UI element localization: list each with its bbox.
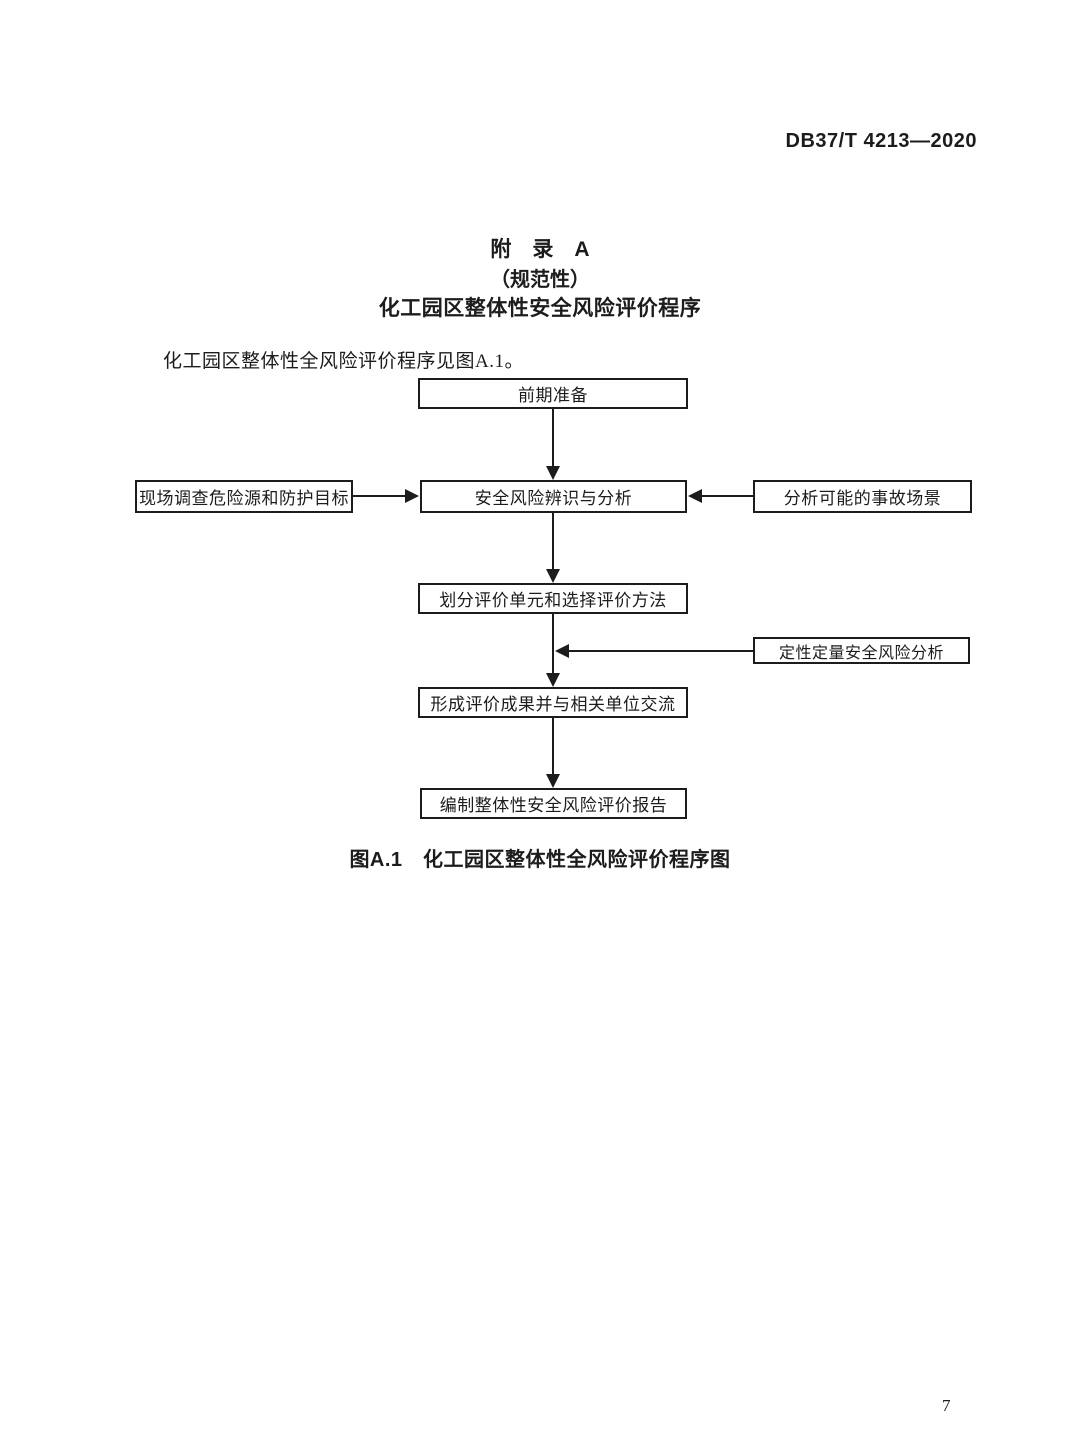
connector-identify-divide <box>546 513 560 583</box>
connector-results-report <box>546 718 560 788</box>
flow-node-site-survey: 现场调查危险源和防护目标 <box>135 480 353 513</box>
intro-paragraph: 化工园区整体性全风险评价程序见图A.1。 <box>163 351 524 372</box>
page-number: 7 <box>942 1396 951 1415</box>
flow-node-label: 安全风险辨识与分析 <box>474 489 633 508</box>
connector-scenario-identify <box>688 489 753 503</box>
figure-caption: 图A.1 化工园区整体性全风险评价程序图 <box>349 849 731 871</box>
flow-node-unit-division: 划分评价单元和选择评价方法 <box>418 583 688 614</box>
appendix-title: 附 录 A <box>490 238 590 261</box>
standard-number-header: DB37/T 4213—2020 <box>785 130 977 152</box>
flow-node-preparation: 前期准备 <box>418 378 688 409</box>
flow-node-label: 分析可能的事故场景 <box>783 489 942 508</box>
connector-divide-results <box>546 614 560 687</box>
appendix-subtitle: 化工园区整体性安全风险评价程序 <box>378 297 702 320</box>
flow-node-label: 前期准备 <box>518 386 588 405</box>
connector-survey-identify <box>353 489 419 503</box>
flow-node-risk-identification: 安全风险辨识与分析 <box>420 480 687 513</box>
flow-node-label: 编制整体性安全风险评价报告 <box>439 796 668 815</box>
flow-node-accident-scenario: 分析可能的事故场景 <box>753 480 972 513</box>
flow-node-report-compilation: 编制整体性安全风险评价报告 <box>420 788 687 819</box>
connector-prep-identify <box>546 409 560 480</box>
connector-qualquant-join <box>555 644 753 658</box>
flow-node-label: 定性定量安全风险分析 <box>778 644 944 662</box>
appendix-normative-label: （规范性） <box>490 269 590 291</box>
flow-node-label: 划分评价单元和选择评价方法 <box>439 591 667 610</box>
flow-node-results-exchange: 形成评价成果并与相关单位交流 <box>418 687 688 718</box>
flow-node-qual-quant-analysis: 定性定量安全风险分析 <box>753 637 970 664</box>
flow-node-label: 现场调查危险源和防护目标 <box>139 489 349 508</box>
flow-node-label: 形成评价成果并与相关单位交流 <box>430 695 676 714</box>
